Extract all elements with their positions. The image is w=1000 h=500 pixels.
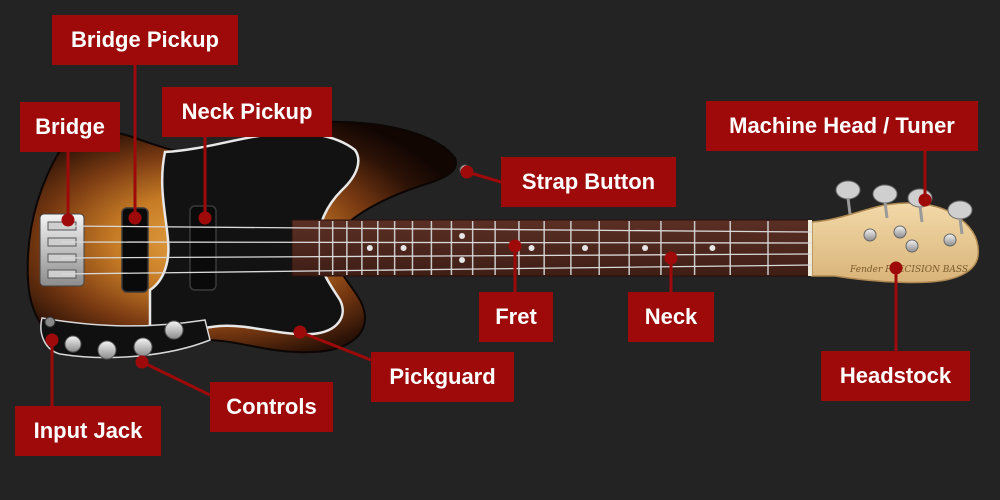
tuner-key	[872, 184, 898, 204]
string	[61, 225, 813, 233]
fret-marker	[709, 245, 716, 251]
tuner-shaft	[958, 217, 964, 235]
label-neck-pickup: Neck Pickup	[162, 87, 332, 137]
control-knob	[97, 340, 117, 360]
strings	[61, 225, 813, 275]
label-fret: Fret	[479, 292, 553, 342]
callout-dot	[664, 251, 678, 265]
callout-dot	[198, 211, 212, 225]
bridge-plate	[39, 213, 85, 287]
callout-dot	[889, 261, 903, 275]
tuner-post	[863, 228, 877, 242]
string	[61, 253, 813, 259]
fret-marker	[400, 245, 407, 251]
fret-markers	[366, 233, 716, 263]
nut	[808, 220, 812, 276]
callout-dot	[293, 325, 307, 339]
fret-marker	[528, 245, 535, 251]
label-strap-button: Strap Button	[501, 157, 676, 207]
string	[61, 241, 813, 244]
label-machine-head: Machine Head / Tuner	[706, 101, 978, 151]
input-jack-socket	[44, 316, 56, 328]
callout-lines	[45, 65, 932, 406]
tuner-key	[835, 180, 861, 200]
fret-marker	[459, 257, 466, 263]
callout-dot	[918, 193, 932, 207]
label-input-jack: Input Jack	[15, 406, 161, 456]
label-bridge-pickup: Bridge Pickup	[52, 15, 238, 65]
callout-dot	[61, 213, 75, 227]
headstock	[811, 202, 980, 284]
callout-dot	[135, 355, 149, 369]
tuner-shaft	[846, 197, 852, 215]
fret-marker	[642, 245, 649, 251]
fret-marker	[459, 233, 466, 239]
tuner-post	[905, 239, 919, 253]
control-knob	[133, 337, 153, 357]
callout-dot	[45, 333, 59, 347]
string	[61, 264, 813, 275]
label-bridge: Bridge	[20, 102, 120, 152]
callout-dot	[128, 211, 142, 225]
label-pickguard: Pickguard	[371, 352, 514, 402]
control-knob	[164, 320, 184, 340]
headstock-logo: Fender PRECISION BASS	[849, 265, 968, 275]
tuner-post	[893, 225, 907, 239]
label-controls: Controls	[210, 382, 333, 432]
callout-dot	[460, 165, 474, 179]
tuner-post	[943, 233, 957, 247]
fret-marker	[582, 245, 589, 251]
control-knob	[64, 335, 82, 353]
fret-marker	[366, 245, 373, 251]
label-neck: Neck	[628, 292, 714, 342]
tuner-shaft	[918, 205, 924, 223]
tuner-key	[947, 200, 973, 220]
callout-dot	[508, 239, 522, 253]
tuner-shaft	[883, 201, 889, 219]
label-headstock: Headstock	[821, 351, 970, 401]
